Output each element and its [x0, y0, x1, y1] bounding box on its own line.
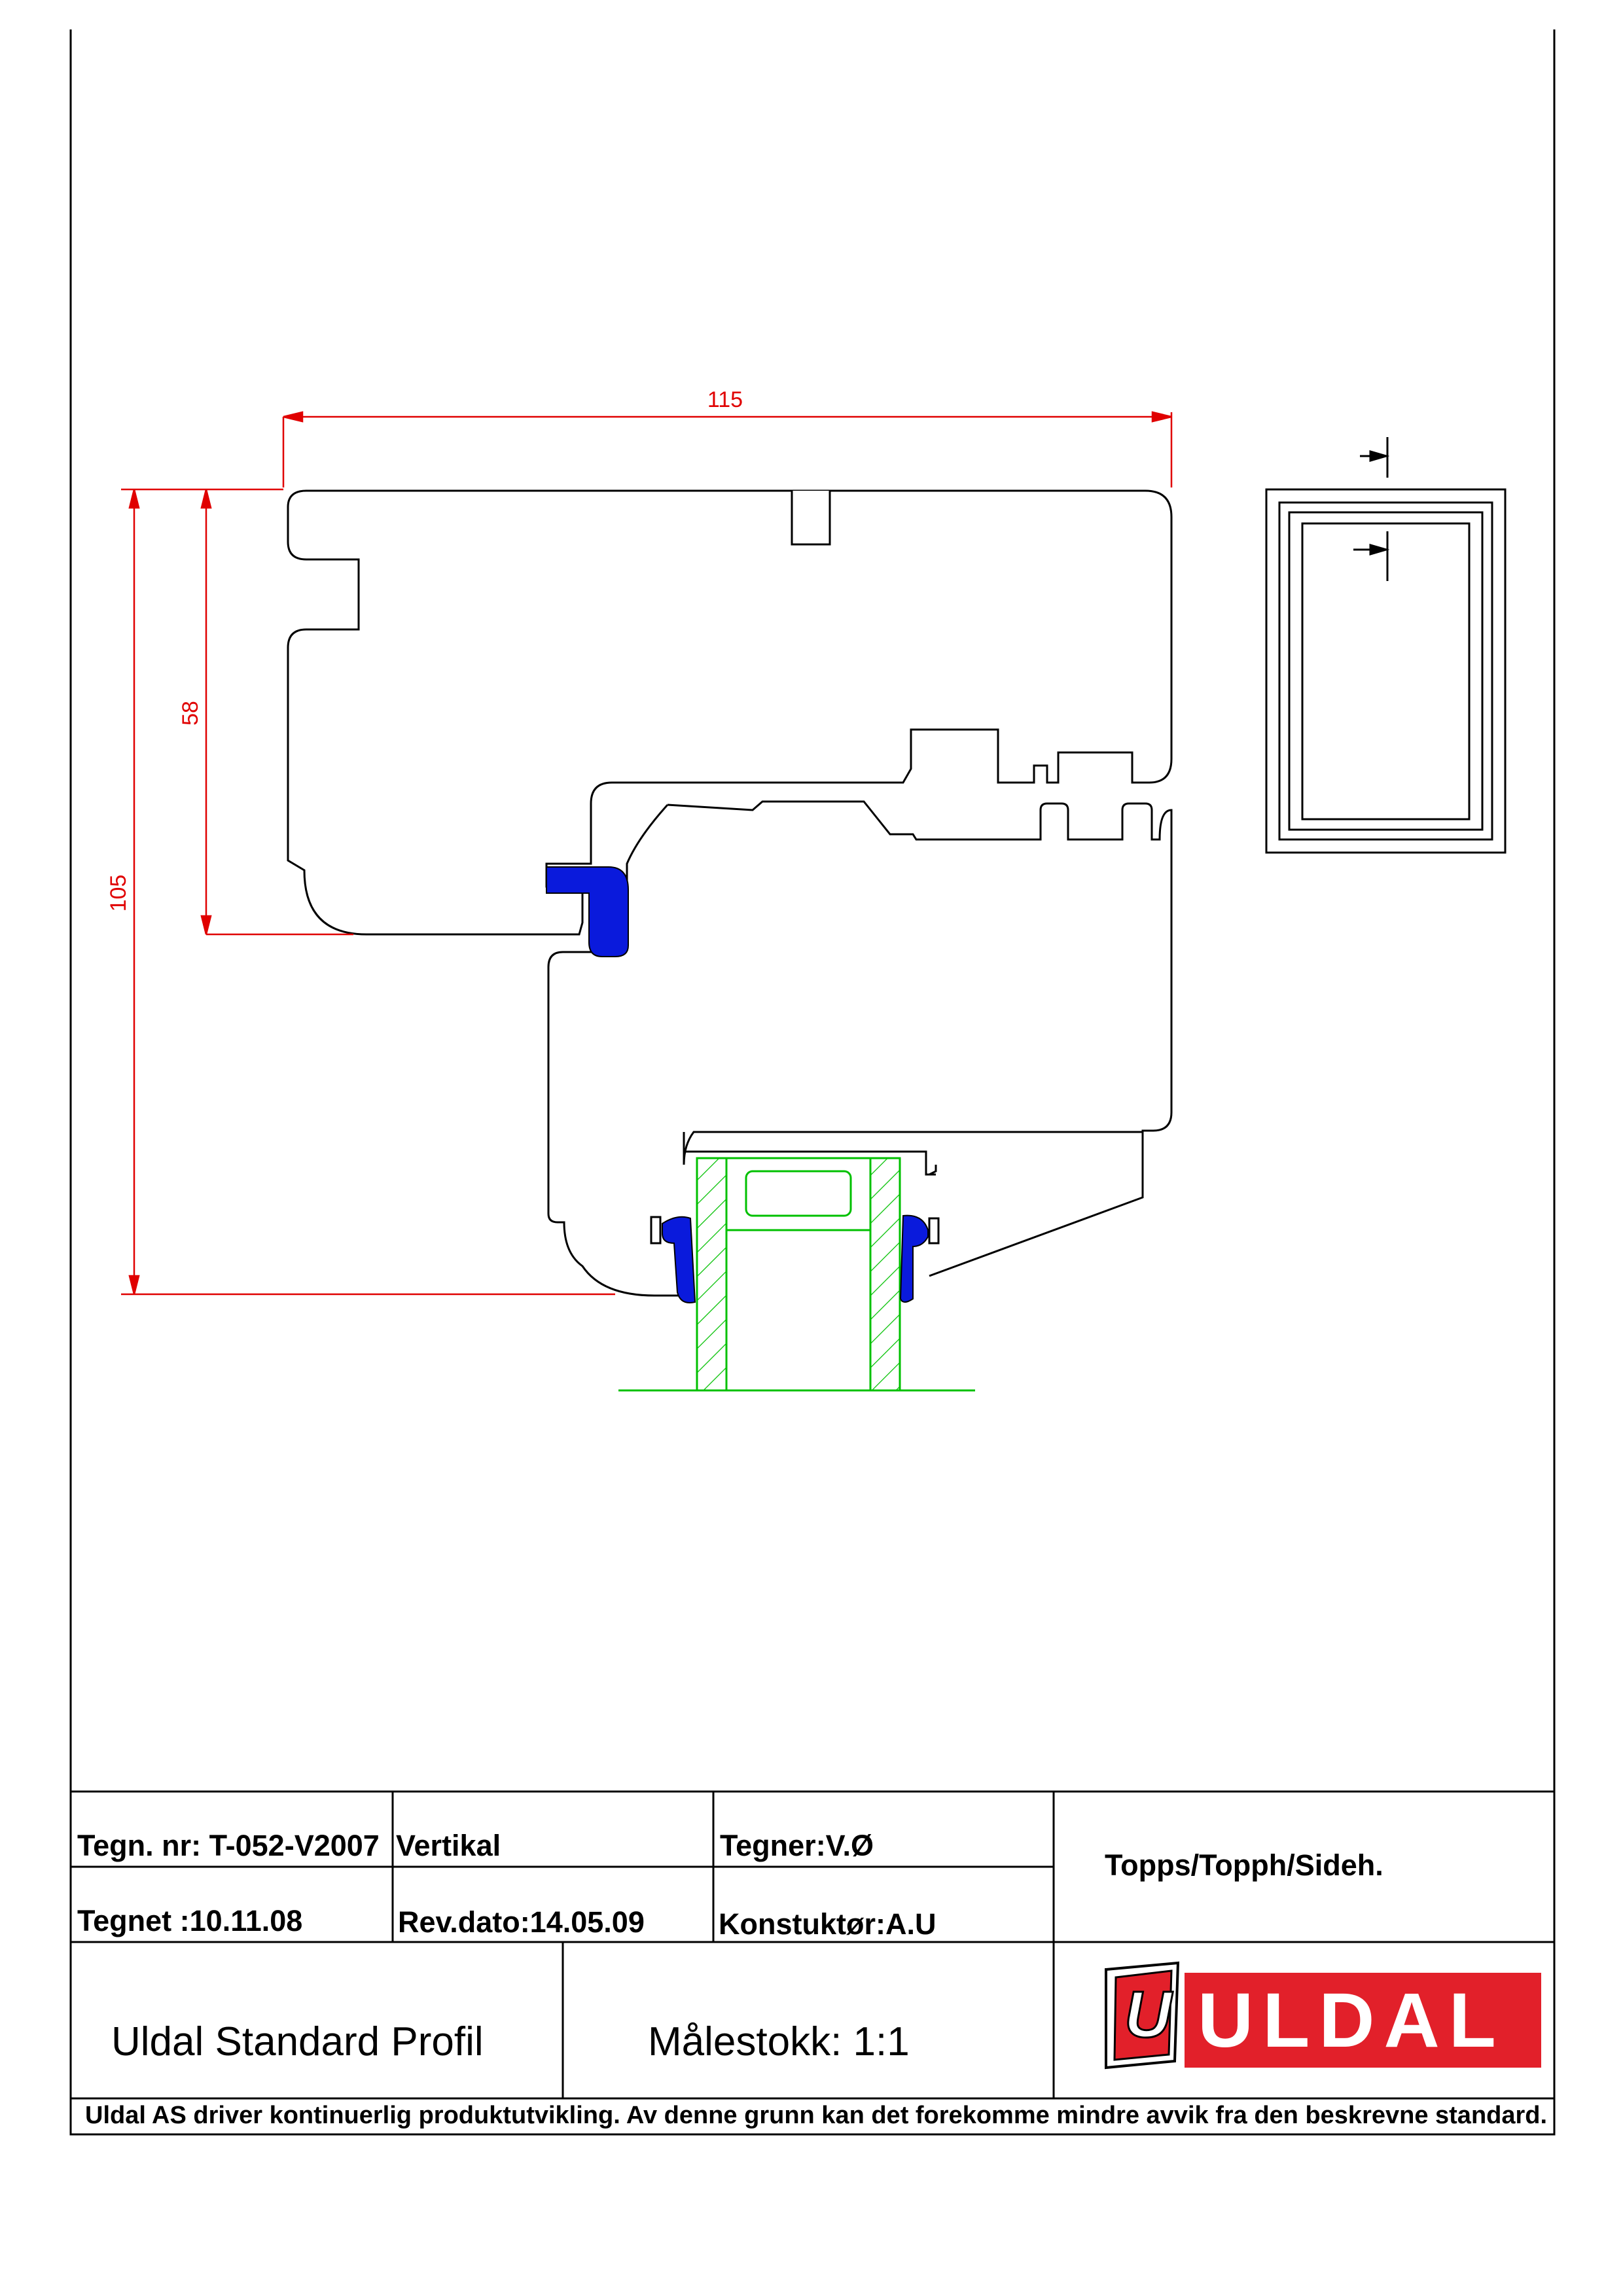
- seal-upper: [546, 866, 629, 957]
- dimension-lines: [121, 411, 1173, 1296]
- seal-glazing-left: [662, 1216, 696, 1303]
- logo-mark-letter: U: [1123, 1977, 1172, 2053]
- frame-rebate: [683, 1132, 936, 1176]
- profile-name: Uldal Standard Profil: [111, 2019, 484, 2064]
- seal-clips: [650, 1216, 940, 1245]
- designer: Konstuktør:A.U: [719, 1907, 936, 1941]
- drawing-scale: Målestokk: 1:1: [648, 2019, 910, 2064]
- frame-profile-body: [547, 804, 681, 1297]
- dimension-width: 115: [707, 387, 743, 412]
- drawing-position: Topps/Topph/Sideh.: [1105, 1848, 1383, 1882]
- drawing-number: Tegn. nr: T-052-V2007: [77, 1829, 380, 1862]
- sash-groove: [791, 491, 831, 546]
- spacer-cavity: [745, 1170, 852, 1217]
- dimension-height-total: 105: [106, 875, 131, 912]
- title-block-grid: [69, 1790, 1556, 2136]
- seals: [546, 866, 929, 1303]
- seal-glazing-right: [899, 1214, 929, 1303]
- dimension-height-inner: 58: [178, 701, 203, 726]
- revision-date: Rev.dato:14.05.09: [398, 1905, 645, 1939]
- glass-pane-right: [869, 1157, 901, 1392]
- sash-profile-upper: [287, 489, 1173, 936]
- disclaimer: Uldal AS driver kontinuerlig produktutvi…: [85, 2102, 1548, 2129]
- window-position-icon: [1265, 437, 1507, 854]
- sheet-frame: [69, 29, 1556, 2134]
- drawn-by: Tegner:V.Ø: [720, 1829, 874, 1862]
- glazing-unit: [618, 1157, 975, 1392]
- uldal-logo: [1105, 1961, 1541, 2070]
- logo-text: ULDAL: [1198, 1977, 1505, 2064]
- drawn-date: Tegnet :10.11.08: [77, 1904, 303, 1937]
- glass-pane-left: [696, 1157, 728, 1392]
- frame-profile-lower: [667, 800, 1173, 1277]
- drawing-orientation: Vertikal: [396, 1829, 501, 1862]
